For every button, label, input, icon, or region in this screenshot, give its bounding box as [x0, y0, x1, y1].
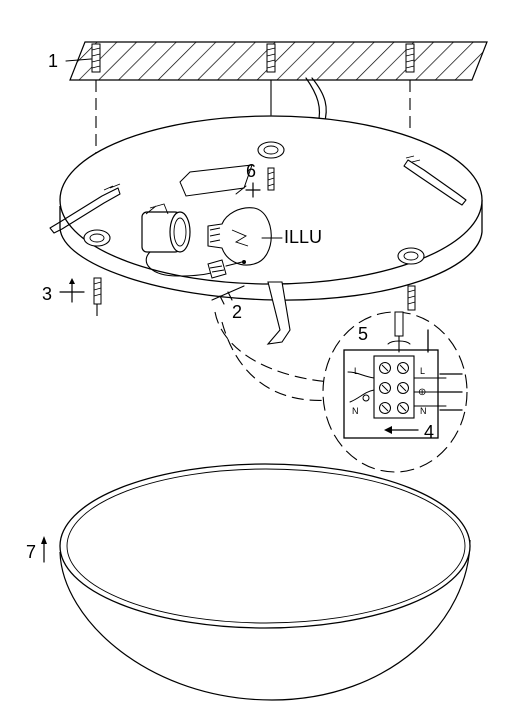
- bulb-label: ILLU: [284, 227, 322, 247]
- rotate-arrow-icon: [59, 278, 85, 303]
- ceiling-screw-left: [91, 43, 101, 73]
- callout-1: 1: [48, 51, 58, 71]
- lift-arrow-icon: [41, 536, 47, 563]
- screw-right-base: [407, 285, 416, 311]
- light-bulb: [207, 207, 272, 266]
- screw-item-3: [93, 277, 102, 318]
- callout-1-leader: [65, 58, 92, 62]
- terminal-detail: [322, 311, 468, 473]
- callout-6: 6: [246, 161, 256, 181]
- callout-5: 5: [358, 324, 368, 344]
- callout-3: 3: [42, 284, 52, 304]
- wire-clamp: [207, 259, 246, 279]
- label-card: [179, 164, 253, 197]
- ceiling: [69, 41, 488, 81]
- ceiling-screw-right: [405, 43, 415, 73]
- detail-connector-upper: [214, 311, 346, 384]
- terminal-mark-top-left: L: [354, 366, 359, 376]
- callout-4: 4: [424, 422, 434, 442]
- bracket-left: [49, 183, 121, 234]
- terminal-mark-top-right: L: [420, 366, 425, 376]
- callout-2: 2: [232, 302, 242, 322]
- detail-connector-lower: [221, 321, 346, 401]
- terminal-mark-bottom-right: N: [420, 406, 427, 416]
- screw-item-6: [245, 167, 275, 198]
- callout-7: 7: [26, 542, 36, 562]
- terminal-mark-bottom-left: N: [352, 406, 359, 416]
- bracket-right: [403, 155, 467, 206]
- screw-item-2: [211, 285, 245, 305]
- glass-bowl: [59, 463, 471, 701]
- mounting-hole-middle: [257, 141, 285, 159]
- ceiling-screw-middle: [266, 43, 276, 73]
- spring-clip: [266, 281, 291, 345]
- mounting-hole-left: [83, 229, 111, 247]
- terminal-mark-earth: ⊕: [418, 387, 426, 398]
- mounting-hole-right: [397, 247, 425, 265]
